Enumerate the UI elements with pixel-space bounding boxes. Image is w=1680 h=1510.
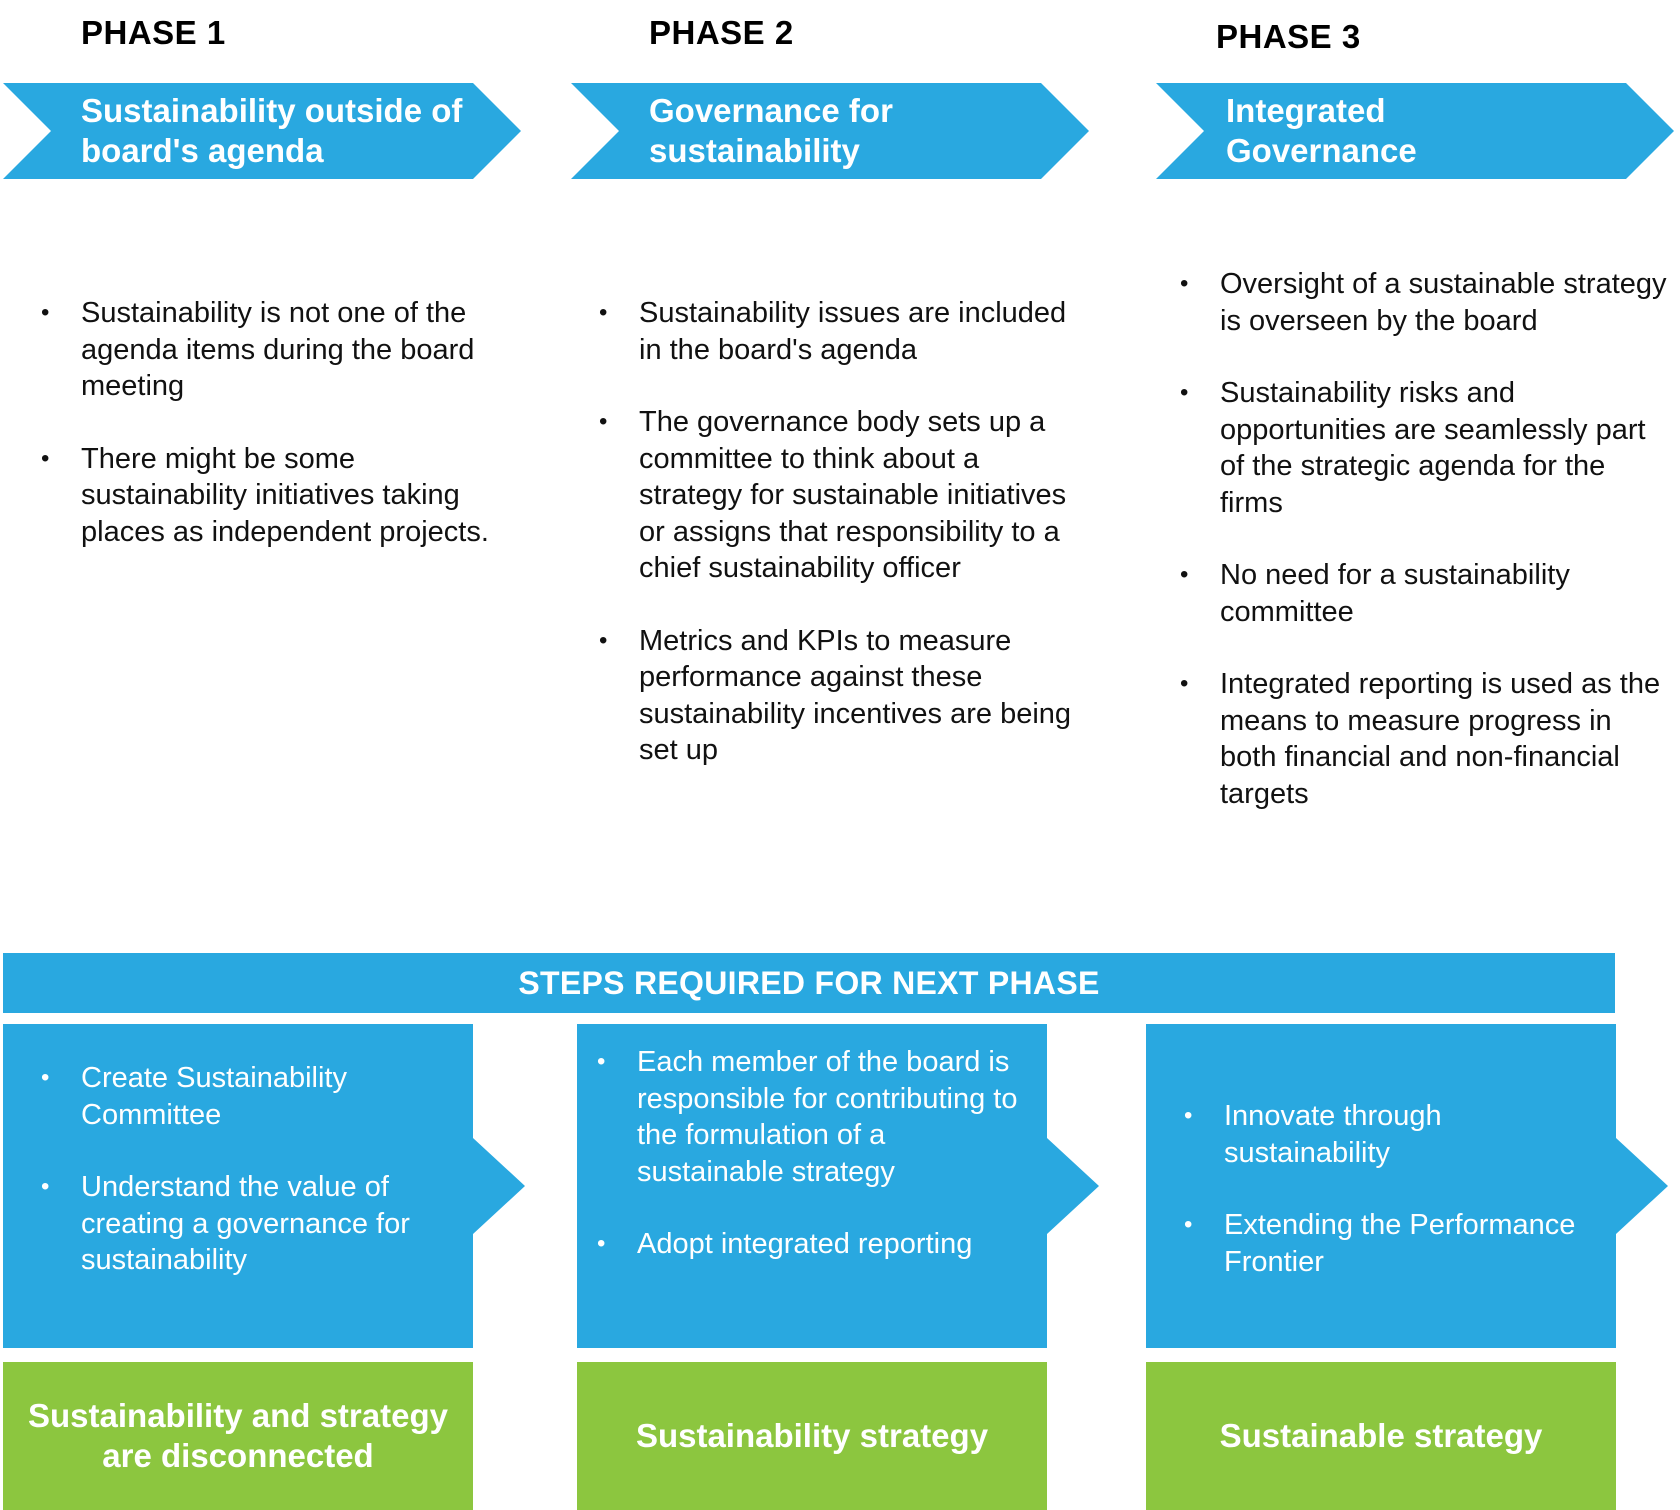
phase-3-point: Oversight of a sustainable strategy is o… — [1180, 266, 1670, 339]
phase-1-point: There might be some sustainability initi… — [41, 441, 511, 551]
outcome-1-text: Sustainability and strategy are disconne… — [28, 1397, 448, 1474]
outcome-box-1: Sustainability and strategy are disconne… — [3, 1362, 473, 1510]
step-point: Innovate through sustainability — [1184, 1098, 1604, 1171]
phase-2-point: Metrics and KPIs to measure performance … — [599, 623, 1089, 769]
phase-2-points: Sustainability issues are included in th… — [599, 295, 1089, 805]
step-box-2: Each member of the board is responsible … — [577, 1024, 1099, 1348]
outcome-box-2: Sustainability strategy — [577, 1362, 1047, 1510]
phase-2-point: Sustainability issues are included in th… — [599, 295, 1089, 368]
steps-header: STEPS REQUIRED FOR NEXT PHASE — [3, 953, 1615, 1013]
phase-3-point: No need for a sustainability committee — [1180, 557, 1670, 630]
phase-3-point: Integrated reporting is used as the mean… — [1180, 666, 1670, 812]
step-3-points: Innovate through sustainability Extendin… — [1184, 1098, 1604, 1316]
step-point: Create Sustainability Committee — [41, 1060, 461, 1133]
phase-3-points: Oversight of a sustainable strategy is o… — [1180, 266, 1670, 848]
phase-1-label: PHASE 1 — [81, 14, 226, 51]
outcome-3-text: Sustainable strategy — [1219, 1417, 1543, 1454]
phase-2-chevron: Governance for sustainability — [571, 83, 1089, 179]
step-box-3: Innovate through sustainability Extendin… — [1146, 1024, 1668, 1348]
step-point: Understand the value of creating a gover… — [41, 1169, 461, 1279]
phase-3-title: Integrated Governance — [1226, 92, 1417, 169]
outcome-2-text: Sustainability strategy — [635, 1417, 989, 1454]
phase-1-point: Sustainability is not one of the agenda … — [41, 295, 511, 405]
phase-3-label: PHASE 3 — [1216, 18, 1361, 55]
phase-3-point: Sustainability risks and opportunities a… — [1180, 375, 1670, 521]
phase-1-chevron: Sustainability outside of board's agenda — [3, 83, 521, 179]
step-point: Adopt integrated reporting — [597, 1226, 1027, 1263]
phase-2-point: The governance body sets up a committee … — [599, 404, 1089, 587]
phase-1-points: Sustainability is not one of the agenda … — [41, 295, 511, 586]
phase-1-title: Sustainability outside of board's agenda — [81, 92, 463, 169]
outcome-box-3: Sustainable strategy — [1146, 1362, 1616, 1510]
step-box-1: Create Sustainability Committee Understa… — [3, 1024, 525, 1348]
step-2-points: Each member of the board is responsible … — [597, 1044, 1027, 1299]
step-point: Each member of the board is responsible … — [597, 1044, 1027, 1190]
phase-2-title: Governance for sustainability — [649, 92, 893, 169]
phase-2-label: PHASE 2 — [649, 14, 794, 51]
step-1-points: Create Sustainability Committee Understa… — [41, 1060, 461, 1315]
phase-3-chevron: Integrated Governance — [1156, 83, 1674, 179]
step-point: Extending the Performance Frontier — [1184, 1207, 1604, 1280]
